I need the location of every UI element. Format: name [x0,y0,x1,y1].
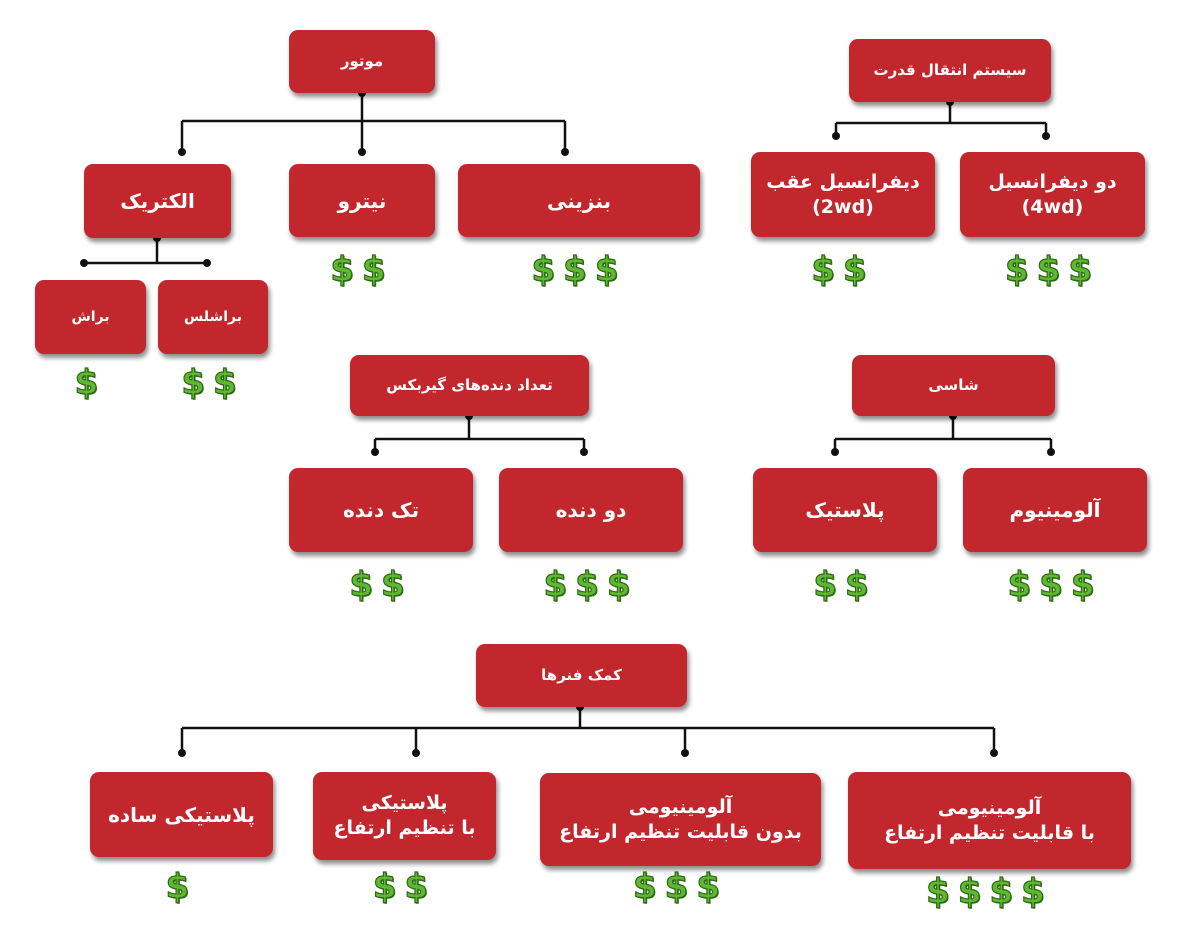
shocks-alu-adjustable-box: آلومینیومی با قابلیت تنظیم ارتفاع [848,772,1131,869]
motor-electric-label: الکتریک [120,189,195,213]
shocks-alu-fixed-box: آلومینیومی بدون قابلیت تنظیم ارتفاع [540,773,821,866]
cost-dollars: $$ [813,565,877,605]
motor-brushed-box: براش [35,280,146,354]
chassis-title: شاسی [928,375,979,394]
drivetrain-rwd-cost: $$ [751,250,935,290]
shocks-title-box: کمک فنرها [476,644,687,707]
drivetrain-awd-line1: دو دیفرانسیل [988,170,1117,193]
chassis-plastic-box: پلاستیک [753,468,937,552]
chassis-aluminum-label: آلومینیوم [1009,498,1101,522]
motor-brushless-box: براشلس [158,280,268,354]
shocks-plastic-simple-cost: $ [90,867,273,907]
shocks-alu-fixed-line1: آلومینیومی [628,795,733,818]
cost-dollars: $ [165,867,198,907]
shocks-alu-adjustable-line1: آلومینیومی [937,796,1042,819]
shocks-plastic-adjustable-box: پلاستیکی با تنظیم ارتفاع [313,772,496,860]
shocks-alu-adjustable-line2: با قابلیت تنظیم ارتفاع [884,821,1095,844]
chassis-plastic-label: پلاستیک [805,498,885,522]
chassis-plastic-cost: $$ [753,565,937,605]
gearbox-title: تعداد دنده‌های گیربکس [386,375,553,394]
shocks-plastic-simple-label: پلاستیکی ساده [108,802,255,827]
gearbox-single-speed-box: تک دنده [289,468,473,552]
shocks-plastic-adjustable-line1: پلاستیکی [361,792,448,815]
chassis-aluminum-cost: $$$ [963,565,1147,605]
cost-dollars: $$$ [632,867,728,907]
drivetrain-title-box: سیستم انتقال قدرت [849,39,1051,102]
cost-dollars: $$$ [531,250,627,290]
cost-dollars: $$$ [543,565,639,605]
cost-dollars: $$ [330,250,394,290]
drivetrain-awd-cost: $$$ [960,250,1145,290]
motor-brushed-label: براش [71,308,110,325]
motor-nitro-box: نیترو [289,164,435,237]
chassis-title-box: شاسی [852,355,1055,416]
shocks-alu-fixed-line2: بدون قابلیت تنظیم ارتفاع [559,820,802,843]
cost-dollars: $$ [181,363,245,403]
drivetrain-awd-line2: (4wd) [1021,195,1084,218]
cost-dollars: $$$ [1004,250,1100,290]
drivetrain-rwd-line2: (2wd) [812,195,874,218]
chassis-aluminum-box: آلومینیوم [963,468,1147,552]
shocks-plastic-adjustable-cost: $$ [313,867,496,907]
cost-dollars: $$$$ [926,872,1053,912]
motor-title-box: موتور [289,30,435,93]
motor-benzini-box: بنزینی [458,164,700,237]
drivetrain-rwd-box: دیفرانسیل عقب (2wd) [751,152,935,237]
gearbox-title-box: تعداد دنده‌های گیربکس [350,355,589,416]
shocks-plastic-simple-box: پلاستیکی ساده [90,772,273,857]
drivetrain-rwd-line1: دیفرانسیل عقب [766,170,920,193]
drivetrain-awd-box: دو دیفرانسیل (4wd) [960,152,1145,237]
motor-nitro-label: نیترو [337,188,387,213]
shocks-plastic-adjustable-line2: با تنظیم ارتفاع [333,817,476,839]
shocks-alu-fixed-cost: $$$ [540,867,821,907]
motor-benzini-label: بنزینی [546,188,612,213]
gearbox-two-speed-label: دو دنده [555,498,627,522]
motor-nitro-cost: $$ [289,250,435,290]
motor-brushed-cost: $ [35,363,146,403]
drivetrain-title: سیستم انتقال قدرت [873,60,1027,79]
gearbox-single-speed-cost: $$ [289,565,473,605]
motor-title: موتور [340,51,384,70]
cost-dollars: $$ [811,250,875,290]
gearbox-single-speed-label: تک دنده [342,498,420,522]
motor-brushless-label: براشلس [183,308,243,325]
gearbox-two-speed-box: دو دنده [499,468,683,552]
motor-benzini-cost: $$$ [458,250,700,290]
motor-brushless-cost: $$ [158,363,268,403]
shocks-title: کمک فنرها [541,665,622,684]
cost-dollars: $$ [349,565,413,605]
cost-dollars: $ [74,363,107,403]
gearbox-two-speed-cost: $$$ [499,565,683,605]
motor-electric-box: الکتریک [84,164,231,238]
cost-dollars: $$ [372,867,437,907]
cost-dollars: $$$ [1007,565,1103,605]
shocks-alu-adjustable-cost: $$$$ [848,872,1131,912]
